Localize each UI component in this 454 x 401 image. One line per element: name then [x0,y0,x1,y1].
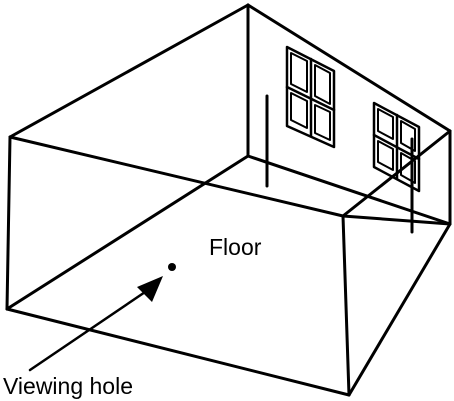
ceiling-left-edge [8,3,250,139]
ceiling-right-edge [246,3,452,133]
back-floor-right-edge [246,154,452,226]
arrowhead [137,276,163,302]
back-floor-left-edge [5,154,250,311]
left-front-vertical [5,135,12,311]
ceiling-front-edge [8,135,345,218]
room-walls [5,3,452,397]
floor-front-edge [5,307,351,397]
floor-right-edge [347,222,452,397]
viewing-hole-dot [168,263,176,271]
window-left [285,45,336,149]
front-corner-vertical [341,214,351,397]
viewing-hole-label: Viewing hole [3,373,133,399]
viewing-hole-arrow [28,286,153,372]
right-wall-floor-edge [341,214,452,226]
floor-label: Floor [209,234,262,260]
